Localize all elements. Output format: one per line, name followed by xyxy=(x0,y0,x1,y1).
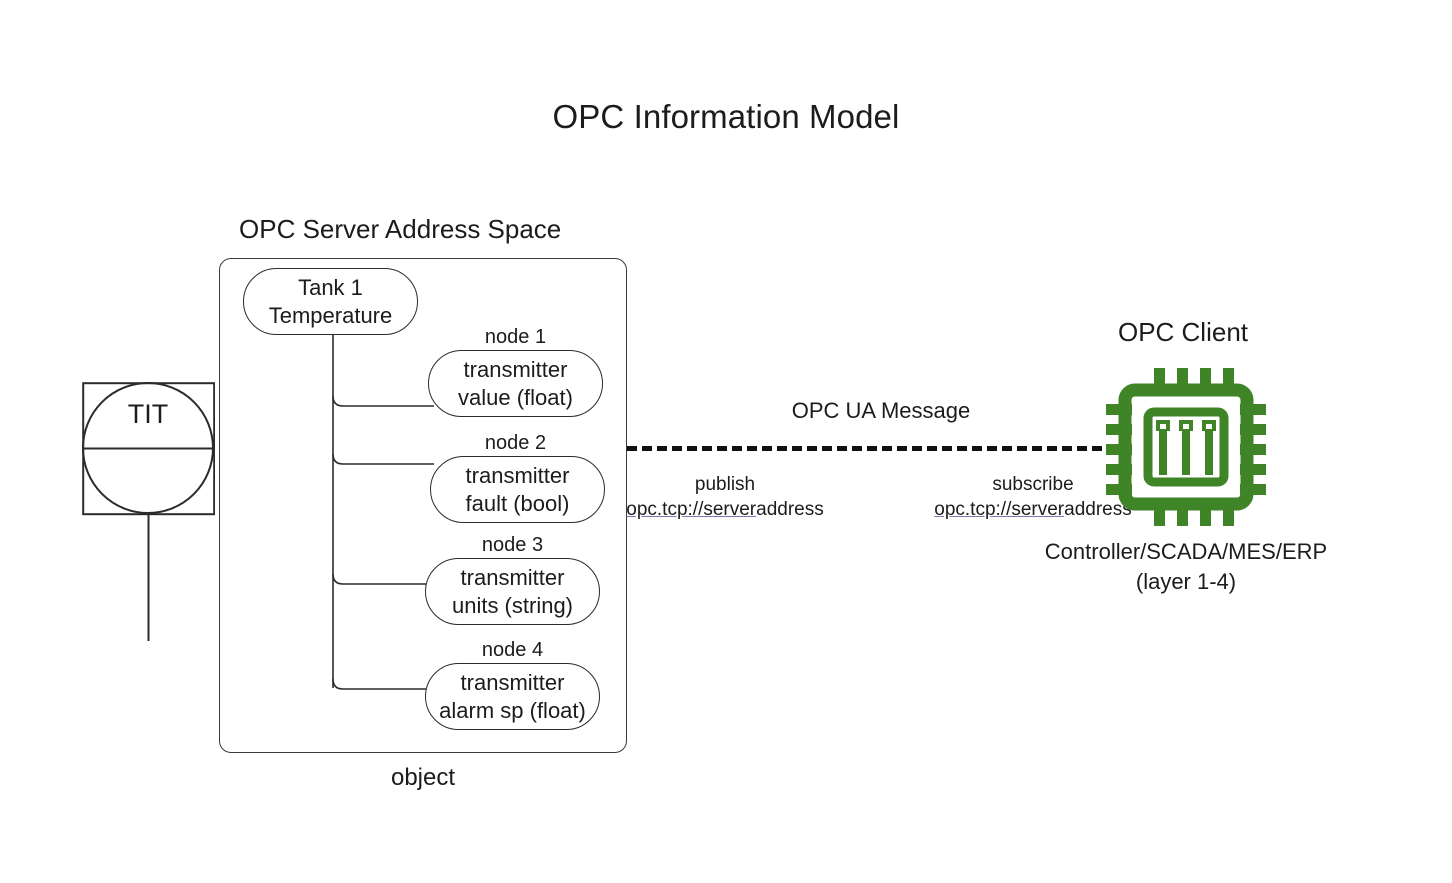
message-dashed-connector xyxy=(627,446,1117,451)
client-sublabel-line2: (layer 1-4) xyxy=(1135,569,1237,594)
node-4-line1: transmitter xyxy=(460,669,565,695)
page-title: OPC Information Model xyxy=(552,98,900,135)
publish-action-label: publish xyxy=(694,474,756,495)
transmitter-tag-text: TIT xyxy=(128,399,169,429)
node-3-transmitter-units[interactable]: transmitter units (string) xyxy=(425,558,600,625)
server-address-space-caption: OPC Server Address Space xyxy=(239,214,562,244)
node-1-line2: value (float) xyxy=(458,384,573,410)
node-3-line1: transmitter xyxy=(460,564,565,590)
node-1-transmitter-value[interactable]: transmitter value (float) xyxy=(428,350,603,417)
subscribe-action-label: subscribe xyxy=(992,474,1074,495)
publish-endpoint: publish opc.tcp://serveraddress xyxy=(605,472,845,522)
node-3-caption: node 3 xyxy=(481,534,544,556)
client-sublabel-line1: Controller/SCADA/MES/ERP xyxy=(1044,539,1328,564)
object-caption: object xyxy=(390,764,456,791)
subscribe-url-tail: address xyxy=(1064,499,1132,520)
node-tank-1-temperature[interactable]: Tank 1 Temperature xyxy=(243,268,418,335)
node-root-line1: Tank 1 xyxy=(298,274,363,300)
subscribe-url-link[interactable]: opc.tcp://server xyxy=(934,499,1065,520)
transmitter-balloon-icon: TIT xyxy=(82,382,216,641)
node-tree-connectors xyxy=(332,335,434,690)
opc-client-caption: OPC Client xyxy=(1117,317,1249,347)
node-4-caption: node 4 xyxy=(481,639,544,661)
node-1-caption: node 1 xyxy=(484,326,547,348)
publish-url-link[interactable]: opc.tcp://server xyxy=(626,499,757,520)
node-2-line1: transmitter xyxy=(465,462,570,488)
node-2-caption: node 2 xyxy=(484,432,547,454)
node-2-line2: fault (bool) xyxy=(465,490,570,516)
publish-url: opc.tcp://serveraddress xyxy=(605,497,845,522)
subscribe-url: opc.tcp://serveraddress xyxy=(913,497,1153,522)
publish-url-tail: address xyxy=(756,499,824,520)
node-4-transmitter-alarm-sp[interactable]: transmitter alarm sp (float) xyxy=(425,663,600,730)
client-sublabel: Controller/SCADA/MES/ERP (layer 1-4) xyxy=(1000,537,1372,597)
node-1-line1: transmitter xyxy=(463,356,568,382)
cpu-chip-icon xyxy=(1106,368,1266,526)
node-3-line2: units (string) xyxy=(451,592,574,618)
node-2-transmitter-fault[interactable]: transmitter fault (bool) xyxy=(430,456,605,523)
address-space-container xyxy=(219,258,627,753)
opc-ua-message-label: OPC UA Message xyxy=(791,398,971,423)
node-root-line2: Temperature xyxy=(268,302,393,328)
node-4-line2: alarm sp (float) xyxy=(439,697,586,723)
transmitter-symbol: TIT xyxy=(82,382,216,642)
subscribe-endpoint: subscribe opc.tcp://serveraddress xyxy=(913,472,1153,522)
